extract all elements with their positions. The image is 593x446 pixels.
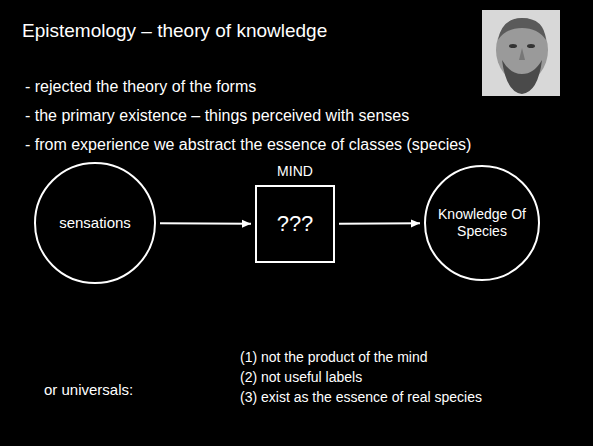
slide-title: Epistemology – theory of knowledge bbox=[22, 20, 327, 42]
list-item: (3) exist as the essence of real species bbox=[240, 389, 482, 405]
bullet-point: - from experience we abstract the essenc… bbox=[25, 136, 471, 154]
flow-arrow bbox=[339, 222, 420, 224]
note-text: or universals: bbox=[44, 381, 133, 398]
flow-arrow bbox=[160, 222, 251, 224]
box-heading: MIND bbox=[227, 163, 363, 179]
node-text: Knowledge Of Species bbox=[437, 206, 527, 240]
aristotle-bust bbox=[482, 10, 560, 96]
node-text: sensations bbox=[59, 214, 131, 232]
sensation-circle: sensations bbox=[34, 162, 156, 284]
mind-box: MIND??? bbox=[255, 185, 335, 263]
knowledge-circle: Knowledge Of Species bbox=[424, 165, 540, 281]
bullet-point: - rejected the theory of the forms bbox=[25, 78, 256, 96]
bullet-point: - the primary existence – things perceiv… bbox=[25, 107, 409, 125]
node-text: ??? bbox=[277, 211, 314, 237]
list-item: (1) not the product of the mind bbox=[240, 349, 428, 365]
list-item: (2) not useful labels bbox=[240, 369, 362, 385]
